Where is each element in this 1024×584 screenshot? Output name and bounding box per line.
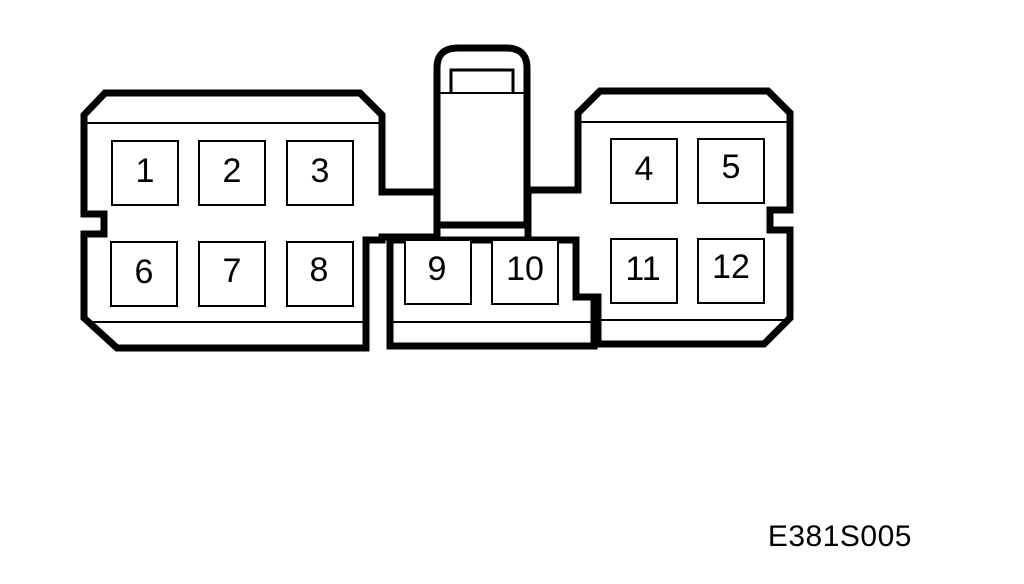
pin-label: 8 <box>310 251 329 289</box>
connector-latch-tab <box>449 68 515 92</box>
pin-cavity-6: 6 <box>110 241 178 307</box>
pin-label: 12 <box>712 248 750 286</box>
pin-label: 11 <box>625 250 660 288</box>
pin-cavity-3: 3 <box>286 140 354 206</box>
pin-label: 3 <box>311 152 330 190</box>
pin-cavity-10: 10 <box>491 239 559 305</box>
pin-label: 4 <box>635 150 654 188</box>
pin-label: 5 <box>722 148 741 186</box>
pin-label: 1 <box>136 152 155 190</box>
pin-cavity-2: 2 <box>198 140 266 206</box>
pin-label: 7 <box>223 252 242 290</box>
pin-label: 2 <box>223 152 242 190</box>
pin-cavity-7: 7 <box>198 241 266 307</box>
pin-cavity-9: 9 <box>404 239 472 305</box>
pin-label: 9 <box>428 250 447 288</box>
pin-cavity-5: 5 <box>697 138 765 204</box>
pin-cavity-8: 8 <box>286 241 354 307</box>
pin-label: 6 <box>135 253 154 291</box>
pin-cavity-1: 1 <box>111 140 179 206</box>
pin-label: 10 <box>506 250 544 288</box>
pin-cavity-11: 11 <box>610 238 678 304</box>
figure-code: E381S005 <box>767 520 912 553</box>
pin-cavity-12: 12 <box>697 238 765 304</box>
pin-cavity-4: 4 <box>610 138 678 204</box>
connector-housing-left <box>80 89 441 352</box>
